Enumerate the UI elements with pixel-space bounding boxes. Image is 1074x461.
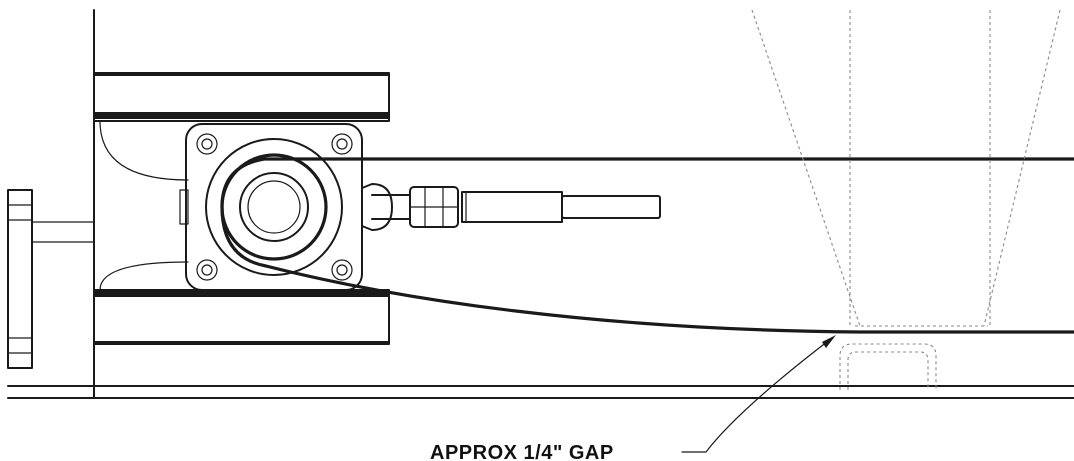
bearing-housing [179, 123, 363, 291]
end-plate [7, 189, 95, 369]
belt [220, 157, 1074, 334]
lower-bracket [93, 289, 390, 345]
gap-callout-leader [681, 335, 836, 453]
gap-callout-label: APPROX 1/4" GAP [430, 442, 614, 461]
take-up-rod [361, 183, 661, 231]
frame [7, 9, 1074, 399]
hopper-hidden-lines [751, 9, 1061, 327]
bracket-web [93, 120, 189, 291]
upper-bracket [93, 72, 390, 122]
u-bracket-hidden [839, 343, 937, 390]
